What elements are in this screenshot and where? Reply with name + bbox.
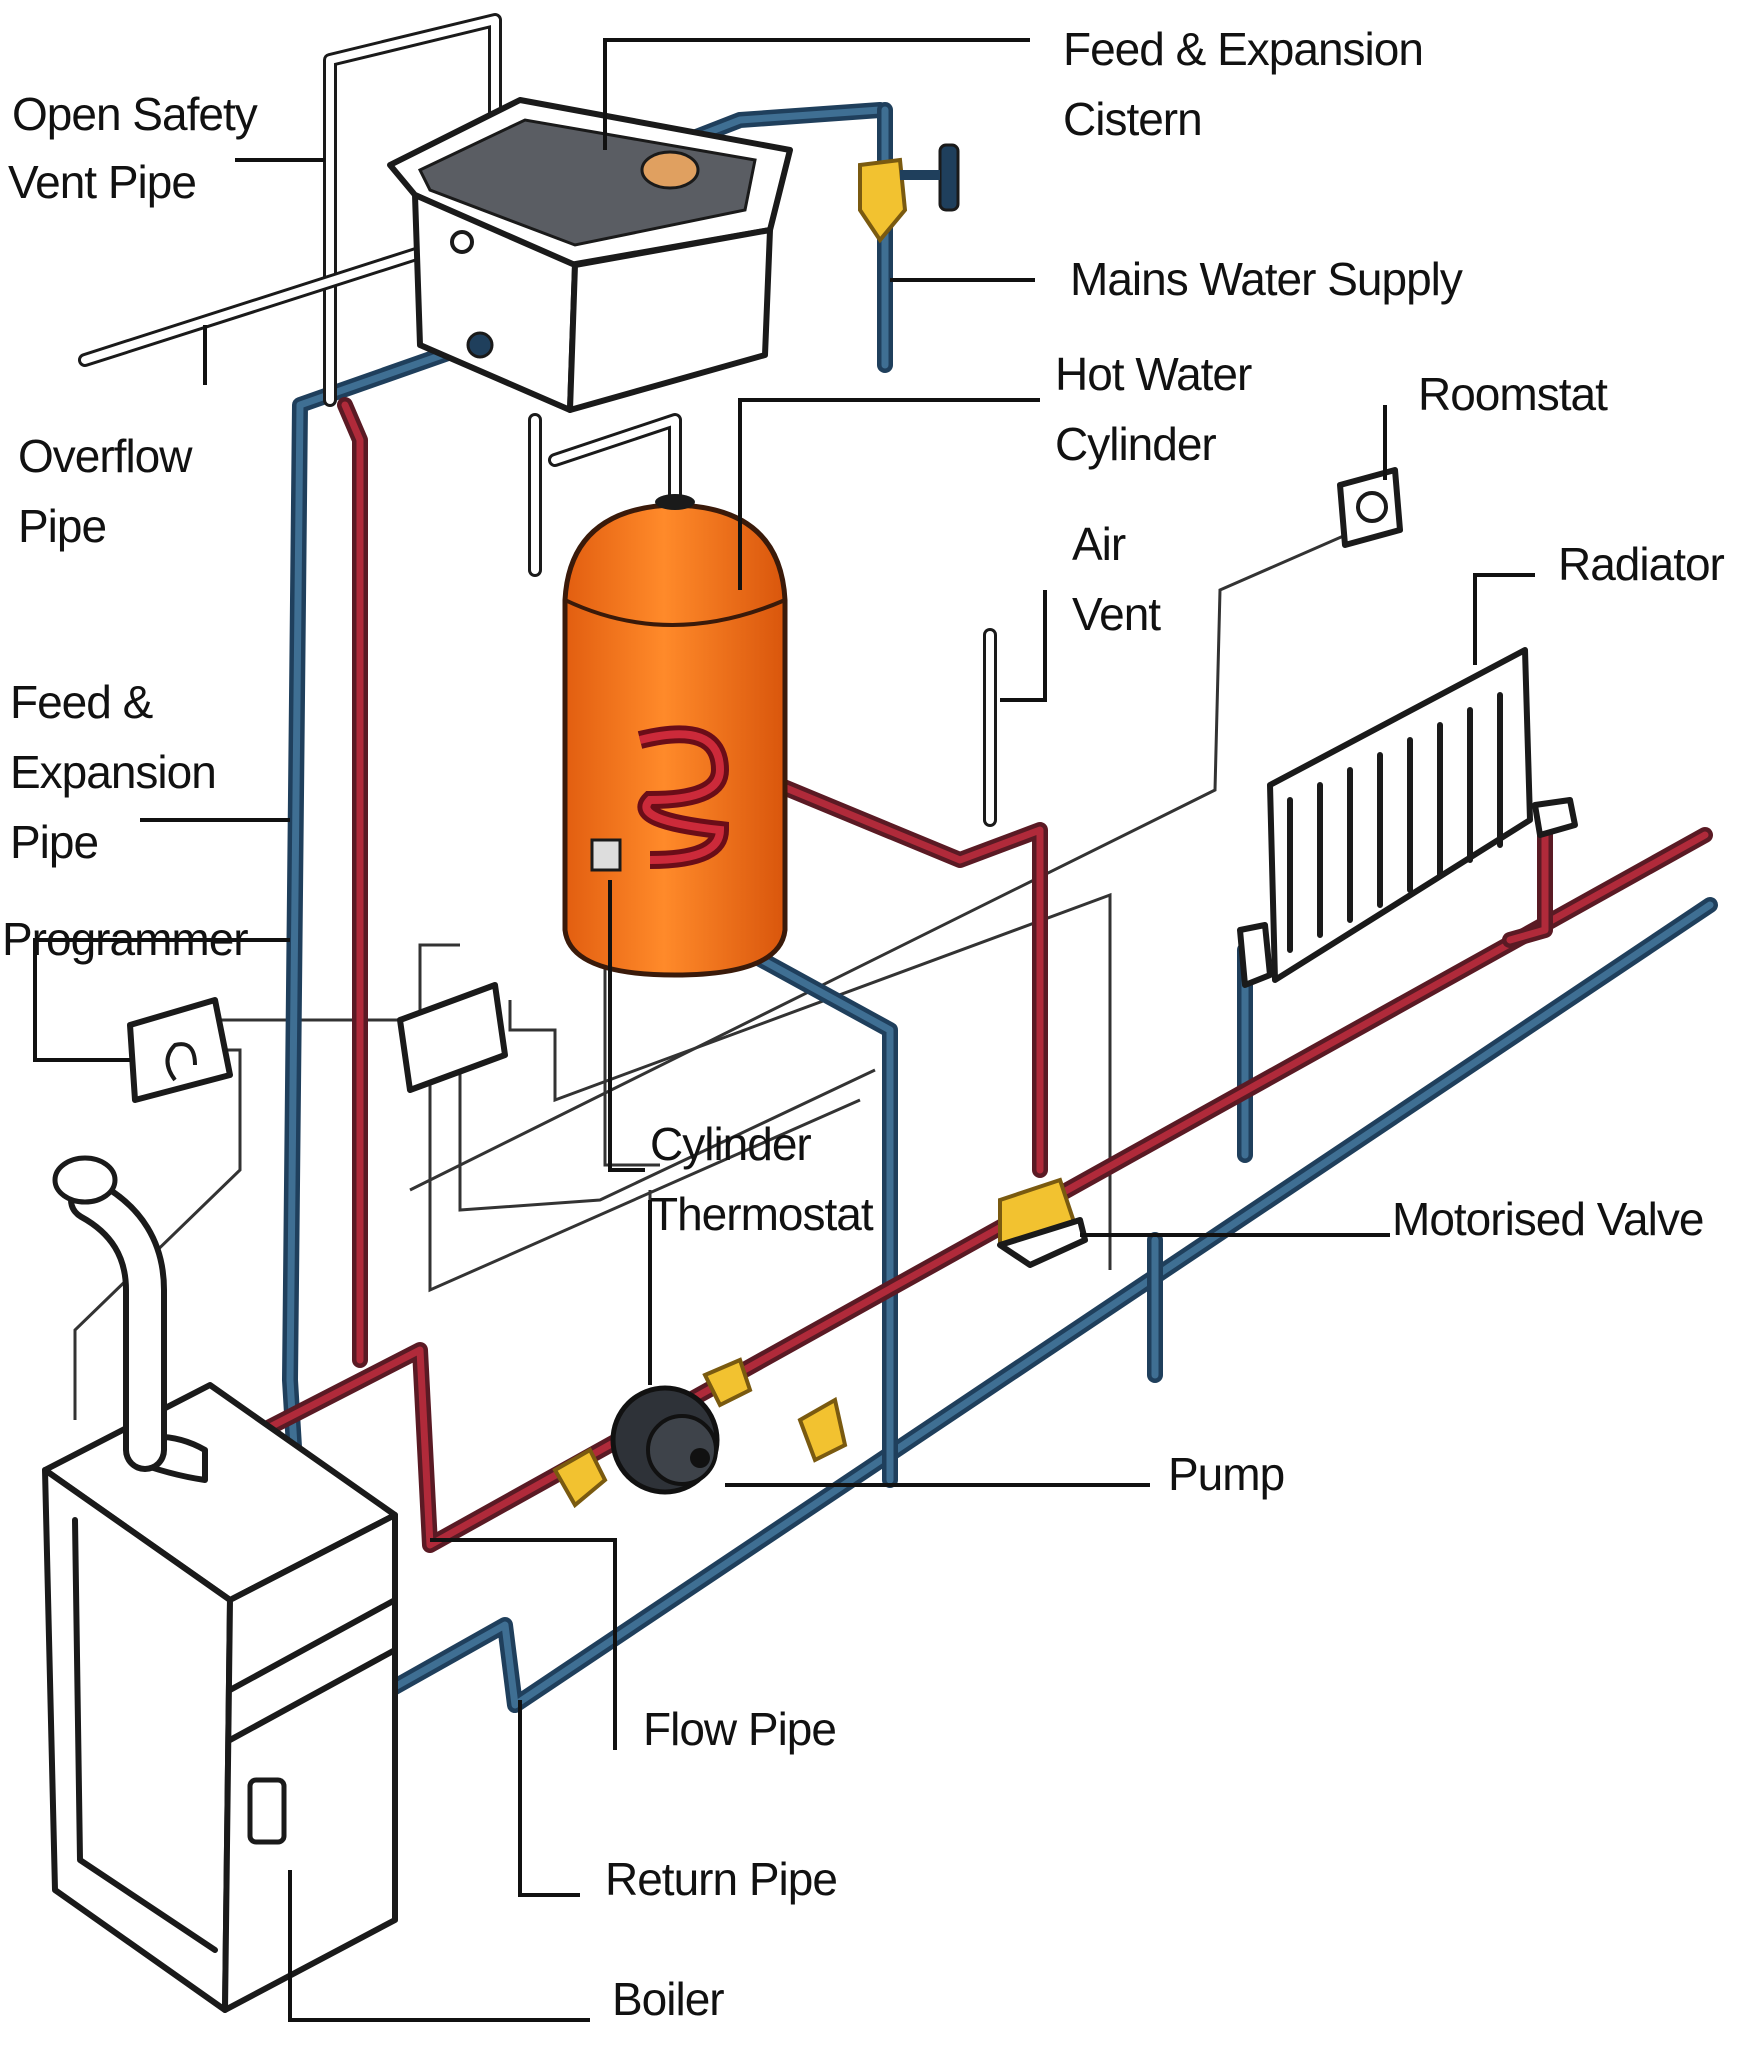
labels: Feed & Expansion Cistern Open Safety Ven… — [2, 23, 1726, 2025]
label-boiler: Boiler — [612, 1973, 724, 2025]
label-cylinder-thermostat-2: Thermostat — [650, 1188, 874, 1240]
label-feed-expansion-pipe-3: Pipe — [10, 816, 98, 868]
label-overflow-pipe-2: Pipe — [18, 500, 106, 552]
label-motorised-valve: Motorised Valve — [1392, 1193, 1703, 1245]
label-return-pipe: Return Pipe — [605, 1853, 837, 1905]
label-feed-expansion-pipe-1: Feed & — [10, 676, 153, 728]
flow-pipes — [227, 397, 1713, 1553]
label-hot-water-cylinder-2: Cylinder — [1055, 418, 1216, 470]
label-mains-water-supply: Mains Water Supply — [1070, 253, 1463, 305]
radiator-unit — [1237, 647, 1578, 988]
programmer-unit — [127, 997, 233, 1103]
pump-unit — [552, 1357, 848, 1509]
label-feed-expansion-pipe-2: Expansion — [10, 746, 216, 798]
label-air-vent-1: Air — [1072, 518, 1126, 570]
mains-stopcock — [858, 143, 960, 244]
white-pipes — [78, 13, 997, 827]
label-flow-pipe: Flow Pipe — [643, 1703, 836, 1755]
motorised-valve-unit — [997, 1177, 1088, 1268]
junction-box — [397, 982, 508, 1093]
boiler-unit — [42, 1155, 398, 2013]
label-open-safety-vent-pipe-2: Vent Pipe — [8, 156, 196, 208]
boiler-control — [247, 1777, 287, 1845]
label-open-safety-vent-pipe-1: Open Safety — [12, 88, 258, 140]
label-cylinder-thermostat-1: Cylinder — [650, 1118, 811, 1170]
hot-water-cylinder — [562, 494, 788, 978]
label-air-vent-2: Vent — [1072, 588, 1161, 640]
label-hot-water-cylinder-1: Hot Water — [1055, 348, 1252, 400]
label-programmer: Programmer — [2, 913, 248, 965]
label-feed-expansion-cistern-1: Feed & Expansion — [1063, 23, 1423, 75]
roomstat-unit — [1337, 467, 1403, 548]
feed-expansion-cistern — [387, 97, 793, 413]
label-radiator: Radiator — [1558, 538, 1725, 590]
label-roomstat: Roomstat — [1418, 368, 1608, 420]
label-pump: Pump — [1168, 1448, 1284, 1500]
ballcock-float — [640, 150, 700, 190]
leader-lines — [33, 38, 1535, 2022]
cylinder-thermostat-unit — [590, 838, 622, 872]
label-feed-expansion-cistern-2: Cistern — [1063, 93, 1202, 145]
label-overflow-pipe-1: Overflow — [18, 430, 193, 482]
